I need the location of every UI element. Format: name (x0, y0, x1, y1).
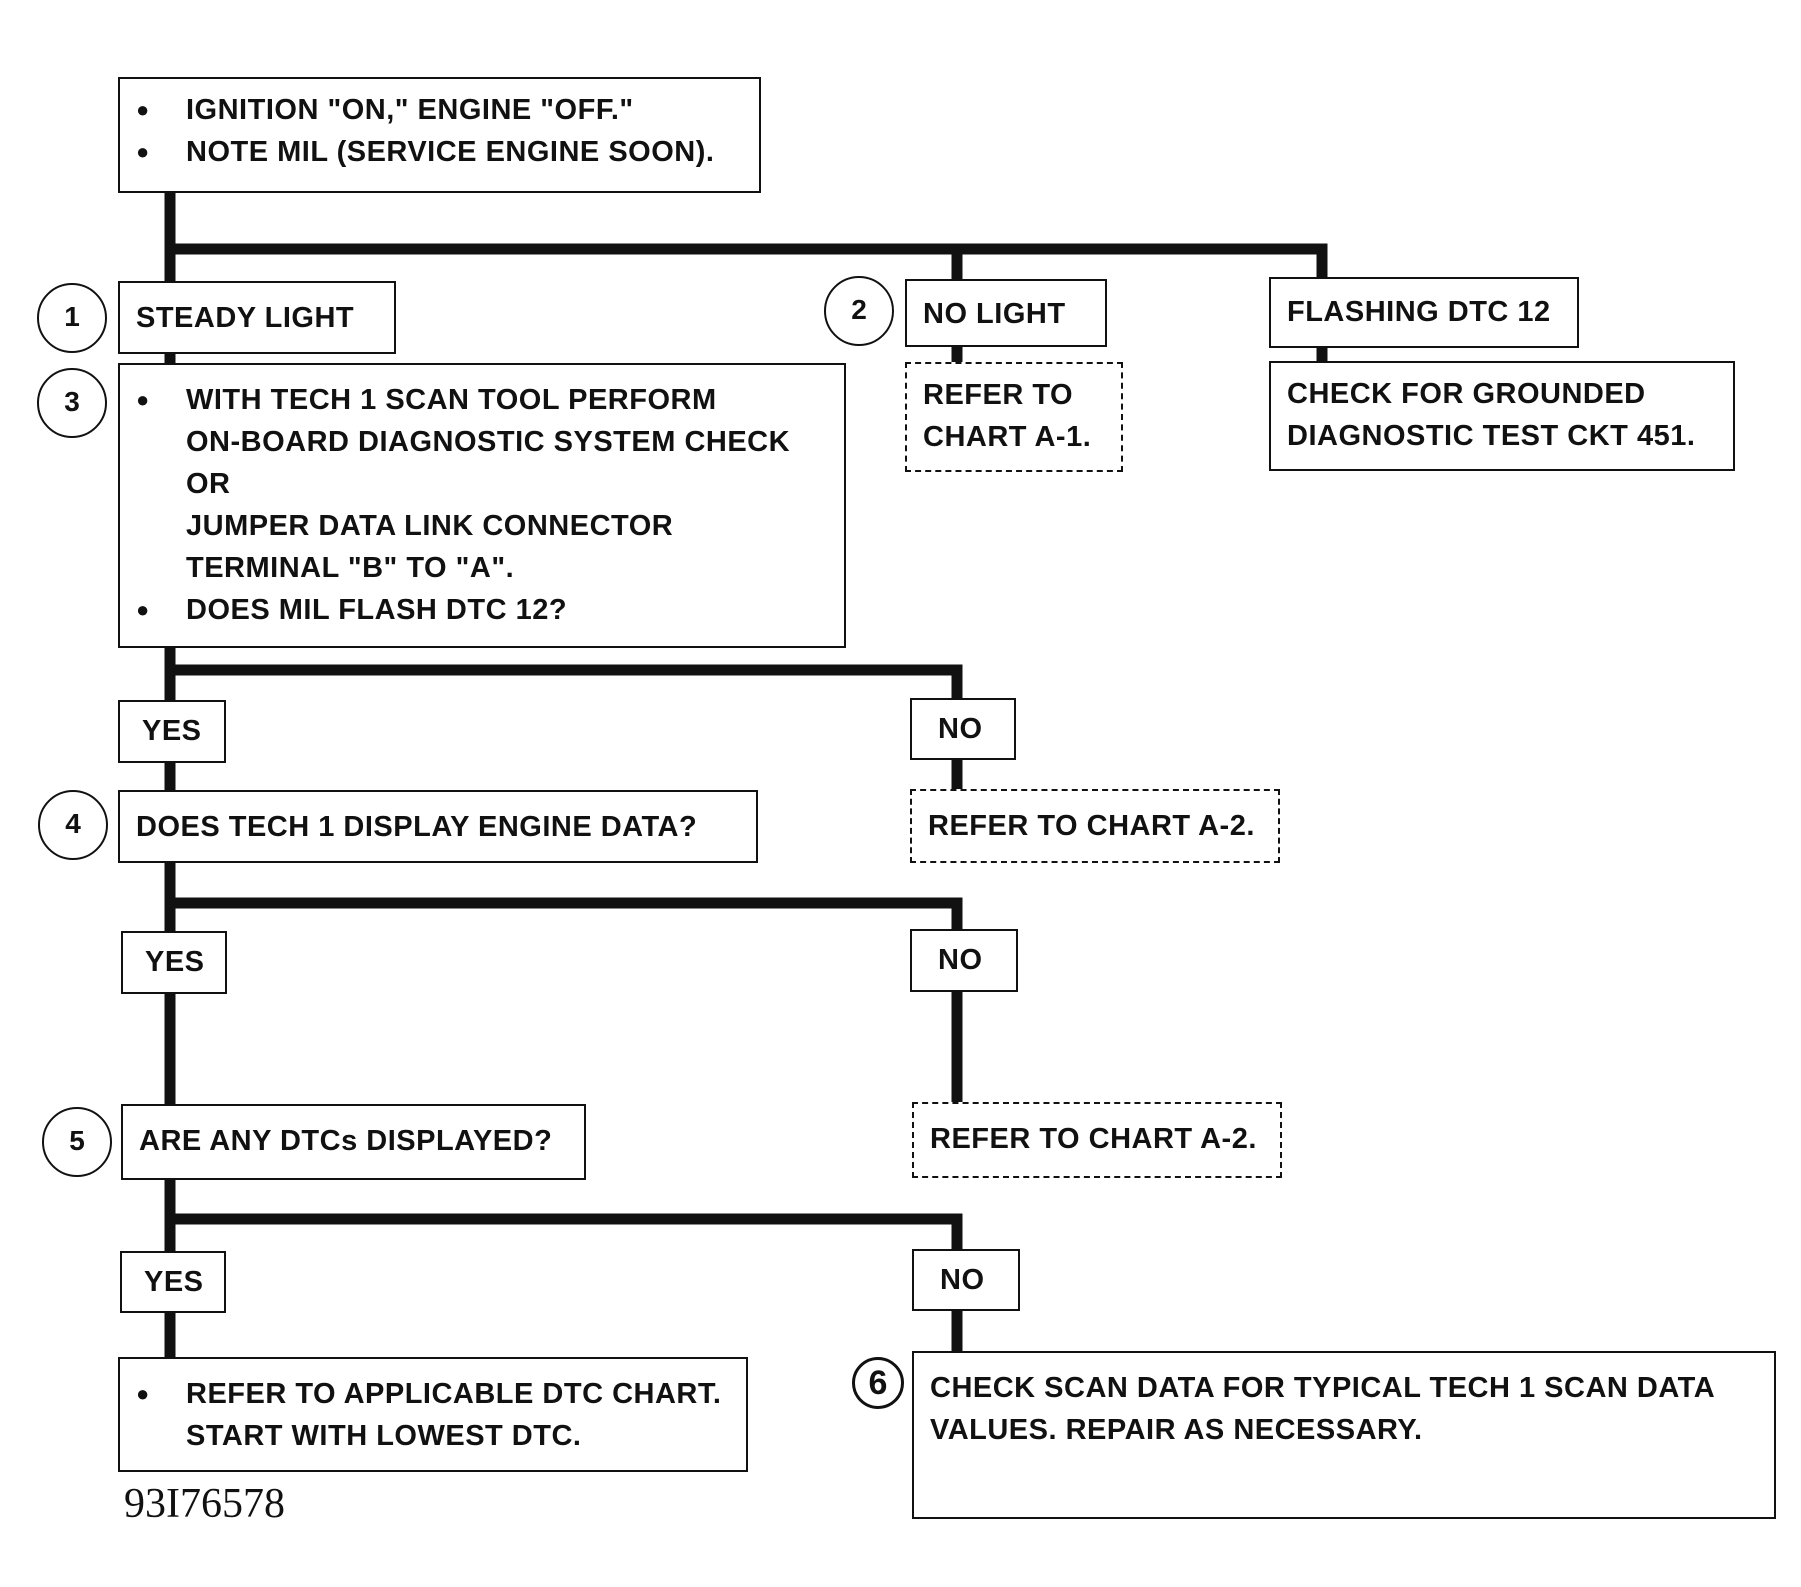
step3-line-6: DOES MIL FLASH DTC 12? (136, 589, 790, 631)
step3-line-2: ON-BOARD DIAGNOSTIC SYSTEM CHECK (186, 426, 791, 458)
refer-chart-a2-box-2: REFER TO CHART A-2. (912, 1102, 1282, 1178)
grounded-line-2: DIAGNOSTIC TEST CKT 451. (1287, 420, 1696, 452)
no-light-label: NO LIGHT (923, 298, 1066, 330)
no-box-step3: NO (910, 698, 1016, 760)
step-4-label: DOES TECH 1 DISPLAY ENGINE DATA? (136, 811, 698, 843)
step-6-box: CHECK SCAN DATA FOR TYPICAL TECH 1 SCAN … (912, 1351, 1776, 1519)
yes-box-step5: YES (120, 1251, 226, 1313)
step-5-marker: 5 (42, 1107, 112, 1177)
start-line-1: IGNITION "ON," ENGINE "OFF." (136, 89, 714, 131)
no-box-step5: NO (912, 1249, 1020, 1311)
no-light-box: NO LIGHT (905, 279, 1107, 347)
grounded-line-1: CHECK FOR GROUNDED (1287, 378, 1646, 410)
dtc-chart-box: REFER TO APPLICABLE DTC CHART. START WIT… (118, 1357, 748, 1472)
refer-a1-line-2: CHART A-1. (923, 421, 1092, 453)
step-1-marker: 1 (37, 283, 107, 353)
step-3-box: WITH TECH 1 SCAN TOOL PERFORM ON-BOARD D… (118, 363, 846, 648)
step3-line-4: JUMPER DATA LINK CONNECTOR (186, 510, 674, 542)
step-2-marker: 2 (824, 276, 894, 346)
dtc-chart-line-1: REFER TO APPLICABLE DTC CHART. (136, 1373, 721, 1415)
yes-label: YES (142, 715, 202, 747)
yes-box-step4: YES (121, 931, 227, 994)
yes-box-step3: YES (118, 700, 226, 763)
no-label: NO (938, 713, 983, 745)
refer-chart-a2-box-1: REFER TO CHART A-2. (910, 789, 1280, 863)
flashing-dtc-box: FLASHING DTC 12 (1269, 277, 1579, 348)
steady-light-label: STEADY LIGHT (136, 302, 355, 334)
no-label: NO (940, 1264, 985, 1296)
step-6-marker: 6 (852, 1357, 904, 1409)
refer-a2-label-1: REFER TO CHART A-2. (928, 810, 1255, 842)
step3-line-3: OR (186, 468, 231, 500)
step-4-marker: 4 (38, 790, 108, 860)
step3-line-1: WITH TECH 1 SCAN TOOL PERFORM (136, 379, 790, 421)
refer-a1-line-1: REFER TO (923, 379, 1074, 411)
step-4-box: DOES TECH 1 DISPLAY ENGINE DATA? (118, 790, 758, 863)
start-box: IGNITION "ON," ENGINE "OFF." NOTE MIL (S… (118, 77, 761, 193)
yes-label: YES (144, 1266, 204, 1298)
steady-light-box: STEADY LIGHT (118, 281, 396, 354)
no-label: NO (938, 944, 983, 976)
check-grounded-box: CHECK FOR GROUNDED DIAGNOSTIC TEST CKT 4… (1269, 361, 1735, 471)
step6-line-1: CHECK SCAN DATA FOR TYPICAL TECH 1 SCAN … (930, 1372, 1716, 1404)
no-box-step4: NO (910, 929, 1018, 992)
step-5-label: ARE ANY DTCs DISPLAYED? (139, 1125, 553, 1157)
step-3-marker: 3 (37, 368, 107, 438)
refer-chart-a1-box: REFER TO CHART A-1. (905, 362, 1123, 472)
refer-a2-label-2: REFER TO CHART A-2. (930, 1123, 1257, 1155)
flashing-dtc-label: FLASHING DTC 12 (1287, 296, 1551, 328)
yes-label: YES (145, 946, 205, 978)
start-line-2: NOTE MIL (SERVICE ENGINE SOON). (136, 131, 714, 173)
dtc-chart-line-2: START WITH LOWEST DTC. (186, 1420, 582, 1452)
step3-line-5: TERMINAL "B" TO "A". (186, 552, 515, 584)
figure-id: 93I76578 (124, 1481, 285, 1527)
step-5-box: ARE ANY DTCs DISPLAYED? (121, 1104, 586, 1180)
step6-line-2: VALUES. REPAIR AS NECESSARY. (930, 1414, 1423, 1446)
